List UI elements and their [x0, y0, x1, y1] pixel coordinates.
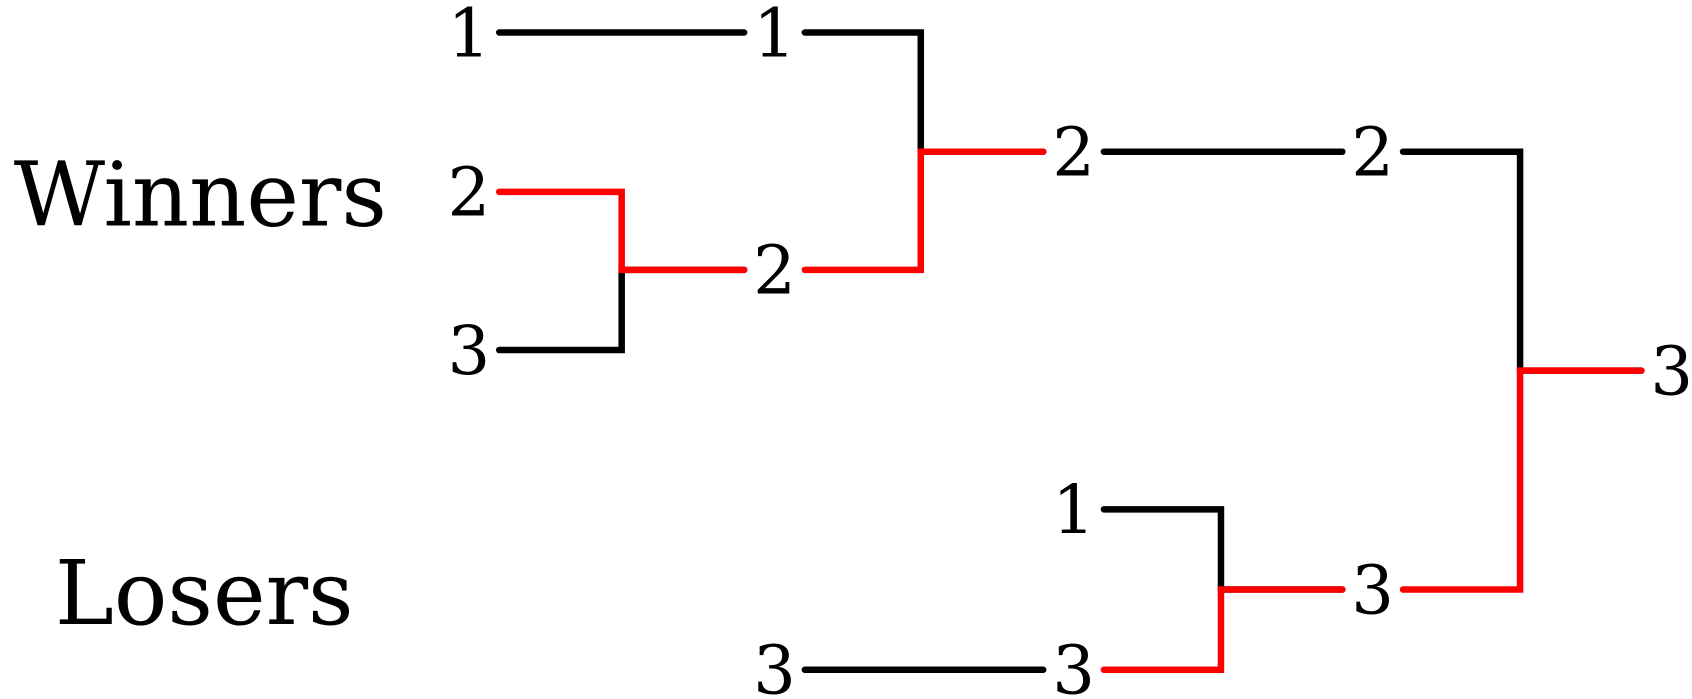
bracket-nodes: 1 2 3 1 2 2 2 3 1 3 3 3	[447, 0, 1692, 699]
bracket-node-w-r1-b: 2	[447, 154, 490, 232]
bracket-node-final: 3	[1650, 332, 1692, 410]
bracket-edge-w-r2-a-to-w-r3	[801, 29, 1047, 155]
bracket-edge-l-r3-b-to-l-r4	[1100, 586, 1346, 673]
bracket-node-w-r2-b: 2	[753, 232, 796, 310]
bracket-node-w-r1-c: 3	[447, 312, 490, 390]
bracket-edge-l-r4-to-final	[1399, 367, 1645, 593]
bracket-node-l-r4: 3	[1351, 551, 1394, 629]
bracket-node-w-r3: 2	[1052, 114, 1095, 192]
bracket-node-l-r2: 3	[753, 632, 796, 699]
bracket-edges	[495, 29, 1645, 673]
bracket-edge-w-r4-to-final	[1399, 148, 1645, 374]
bracket-edge-w-r2-b-to-w-r3	[801, 148, 1047, 274]
bracket-edge-l-r3-a-to-l-r4	[1100, 506, 1346, 593]
bracket-edge-w-r1-b-to-w-r2-b	[495, 188, 748, 274]
bracket-node-l-r3-a: 1	[1052, 471, 1095, 549]
bracket-edge-w-r1-c-to-w-r2-b	[495, 266, 748, 354]
bracket-node-w-r1-a: 1	[447, 0, 490, 72]
winners-label: Winners	[14, 143, 387, 246]
bracket-node-w-r4: 2	[1351, 114, 1394, 192]
bracket-node-l-r3-b: 3	[1052, 632, 1095, 699]
losers-label: Losers	[55, 542, 354, 645]
bracket-node-w-r2-a: 1	[753, 0, 796, 72]
